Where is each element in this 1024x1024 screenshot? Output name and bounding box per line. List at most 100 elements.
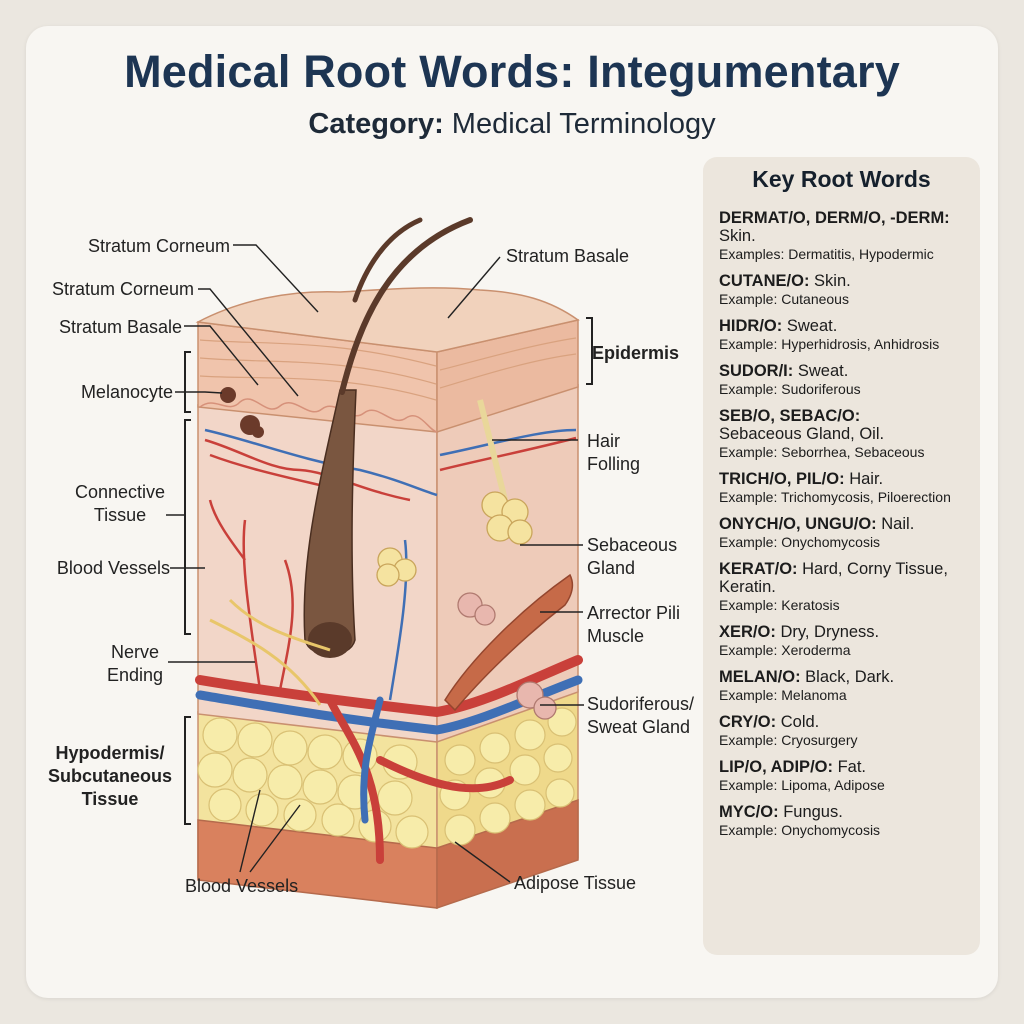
root-word-term: CRY/O: <box>719 713 777 731</box>
root-word-meaning: Fat. <box>837 758 867 776</box>
hair-bulb <box>308 622 352 658</box>
nerve-fiber <box>209 598 331 706</box>
arrector-pili-muscle <box>444 573 574 712</box>
bracket-hypodermis <box>184 716 191 825</box>
label-stratum-corneum-2: Stratum Corneum <box>51 279 194 299</box>
root-word-example: Example: Trichomycosis, Piloerection <box>719 489 951 505</box>
label-arrector-pili-muscle: Arrector Pili Muscle <box>587 603 681 646</box>
key-root-words-panel <box>703 157 980 955</box>
root-word-term: KERAT/O: <box>719 560 798 578</box>
root-word-term: TRICH/O, PIL/O: <box>719 470 845 488</box>
root-word-meaning: Hard, Corny Tissue, Keratin. <box>719 560 948 596</box>
root-word-term: XER/O: <box>719 623 776 641</box>
root-word-entry: MELAN/O: Black, Dark.Example: Melanoma <box>719 668 981 704</box>
root-word-example: Example: Xeroderma <box>719 642 851 658</box>
root-word-heading: KERAT/O: Hard, Corny Tissue, Keratin. <box>719 560 981 596</box>
root-word-meaning: Sweat. <box>797 362 849 380</box>
subtitle-value: Medical Terminology <box>451 108 716 140</box>
label-stratum-corneum: Stratum Corneum <box>87 236 230 256</box>
label-hair-follicle: Hair Folling <box>587 431 641 474</box>
root-word-meaning: Sebaceous Gland, Oil. <box>719 425 885 443</box>
vein-branch <box>360 696 384 824</box>
root-word-example: Example: Hyperhidrosis, Anhidrosis <box>719 336 940 352</box>
root-word-meaning: Fungus. <box>783 803 843 821</box>
root-word-term: LIP/O, ADIP/O: <box>719 758 833 776</box>
root-word-example: Example: Seborrhea, Sebaceous <box>719 444 925 460</box>
root-word-meaning: Skin. <box>814 272 851 290</box>
leader-lines <box>166 244 584 883</box>
dermal-papillae <box>199 398 438 433</box>
label-epidermis: Epidermis <box>592 343 680 363</box>
root-word-term: HIDR/O: <box>719 317 783 335</box>
root-word-heading: SUDOR/I: Sweat. <box>719 362 981 380</box>
label-stratum-basale-top: Stratum Basale <box>506 246 630 266</box>
artery-branch <box>326 696 514 864</box>
root-word-entry: XER/O: Dry, Dryness.Example: Xeroderma <box>719 623 981 659</box>
root-word-heading: XER/O: Dry, Dryness. <box>719 623 981 641</box>
label-blood-vessels-left: Blood Vessels <box>56 558 170 578</box>
root-word-heading: DERMAT/O, DERM/O, -DERM:Skin. <box>719 209 981 245</box>
subtitle-label: Category: <box>308 108 444 140</box>
root-word-list: DERMAT/O, DERM/O, -DERM:Skin.Examples: D… <box>719 209 981 848</box>
page-title: Medical Root Words: Integumentary <box>124 46 900 97</box>
label-stratum-basale: Stratum Basale <box>58 317 182 337</box>
root-word-entry: MYC/O: Fungus.Example: Onychomycosis <box>719 803 981 839</box>
root-word-entry: ONYCH/O, UNGU/O: Nail.Example: Onychomyc… <box>719 515 981 551</box>
root-word-example: Example: Keratosis <box>719 597 840 613</box>
root-word-heading: LIP/O, ADIP/O: Fat. <box>719 758 981 776</box>
epidermis-strata-lines <box>199 337 577 401</box>
root-word-example: Examples: Dermatitis, Hypodermic <box>719 246 934 262</box>
root-word-meaning: Hair. <box>849 470 884 488</box>
root-word-heading: MYC/O: Fungus. <box>719 803 981 821</box>
label-hypodermis: Hypodermis/ Subcutaneous Tissue <box>47 743 172 809</box>
root-word-meaning: Sweat. <box>786 317 838 335</box>
root-word-term: SEB/O, SEBAC/O: <box>719 407 861 425</box>
label-adipose-tissue: Adipose Tissue <box>514 873 637 893</box>
root-word-heading: SEB/O, SEBAC/O:Sebaceous Gland, Oil. <box>719 407 981 443</box>
root-word-entry: CRY/O: Cold.Example: Cryosurgery <box>719 713 981 749</box>
root-word-term: SUDOR/I: <box>719 362 794 380</box>
capillaries <box>204 436 577 691</box>
root-word-entry: CUTANE/O: Skin.Example: Cutaneous <box>719 272 981 308</box>
root-word-term: MYC/O: <box>719 803 779 821</box>
root-word-example: Example: Onychomycosis <box>719 534 881 550</box>
label-melanocyte: Melanocyte <box>80 382 173 402</box>
root-word-term: CUTANE/O: <box>719 272 810 290</box>
root-word-example: Example: Lipoma, Adipose <box>719 777 885 793</box>
root-word-entry: LIP/O, ADIP/O: Fat.Example: Lipoma, Adip… <box>719 758 981 794</box>
label-sweat-gland: Sudoriferous/ Sweat Gland <box>587 694 695 737</box>
root-word-meaning: Skin. <box>719 227 756 245</box>
root-word-example: Example: Sudoriferous <box>719 381 861 397</box>
root-word-meaning: Nail. <box>881 515 915 533</box>
root-word-entry: HIDR/O: Sweat.Example: Hyperhidrosis, An… <box>719 317 981 353</box>
root-word-entry: TRICH/O, PIL/O: Hair.Example: Trichomyco… <box>719 470 981 506</box>
label-sebaceous-gland: Sebaceous Gland <box>587 535 678 578</box>
sweat-gland-coils <box>457 592 557 720</box>
key-root-words-title: Key Root Words <box>752 166 931 192</box>
root-word-heading: HIDR/O: Sweat. <box>719 317 981 335</box>
hair-shaft-1 <box>339 217 473 395</box>
root-word-example: Example: Cutaneous <box>719 291 849 307</box>
root-word-heading: TRICH/O, PIL/O: Hair. <box>719 470 981 488</box>
bracket-epidermis <box>586 317 593 385</box>
root-word-entry: SUDOR/I: Sweat.Example: Sudoriferous <box>719 362 981 398</box>
root-word-meaning: Black, Dark. <box>805 668 895 686</box>
label-blood-vessels-bottom: Blood Vessels <box>185 876 299 896</box>
melanocyte-cells <box>220 387 264 438</box>
label-connective-tissue: Connective Tissue <box>74 482 166 525</box>
root-word-example: Example: Cryosurgery <box>719 732 858 748</box>
bracket-connective <box>184 351 191 635</box>
root-word-term: ONYCH/O, UNGU/O: <box>719 515 877 533</box>
root-word-heading: MELAN/O: Black, Dark. <box>719 668 981 686</box>
root-word-meaning: Cold. <box>780 713 820 731</box>
root-word-entry: SEB/O, SEBAC/O:Sebaceous Gland, Oil.Exam… <box>719 407 981 461</box>
sebaceous-gland-cluster <box>376 491 533 587</box>
root-word-example: Example: Onychomycosis <box>719 822 881 838</box>
root-word-entry: KERAT/O: Hard, Corny Tissue, Keratin.Exa… <box>719 560 981 614</box>
root-word-heading: CUTANE/O: Skin. <box>719 272 981 290</box>
root-word-heading: CRY/O: Cold. <box>719 713 981 731</box>
root-word-entry: DERMAT/O, DERM/O, -DERM:Skin.Examples: D… <box>719 209 981 263</box>
page-subtitle: Category: Medical Terminology <box>0 108 1024 141</box>
root-word-term: DERMAT/O, DERM/O, -DERM: <box>719 209 950 227</box>
